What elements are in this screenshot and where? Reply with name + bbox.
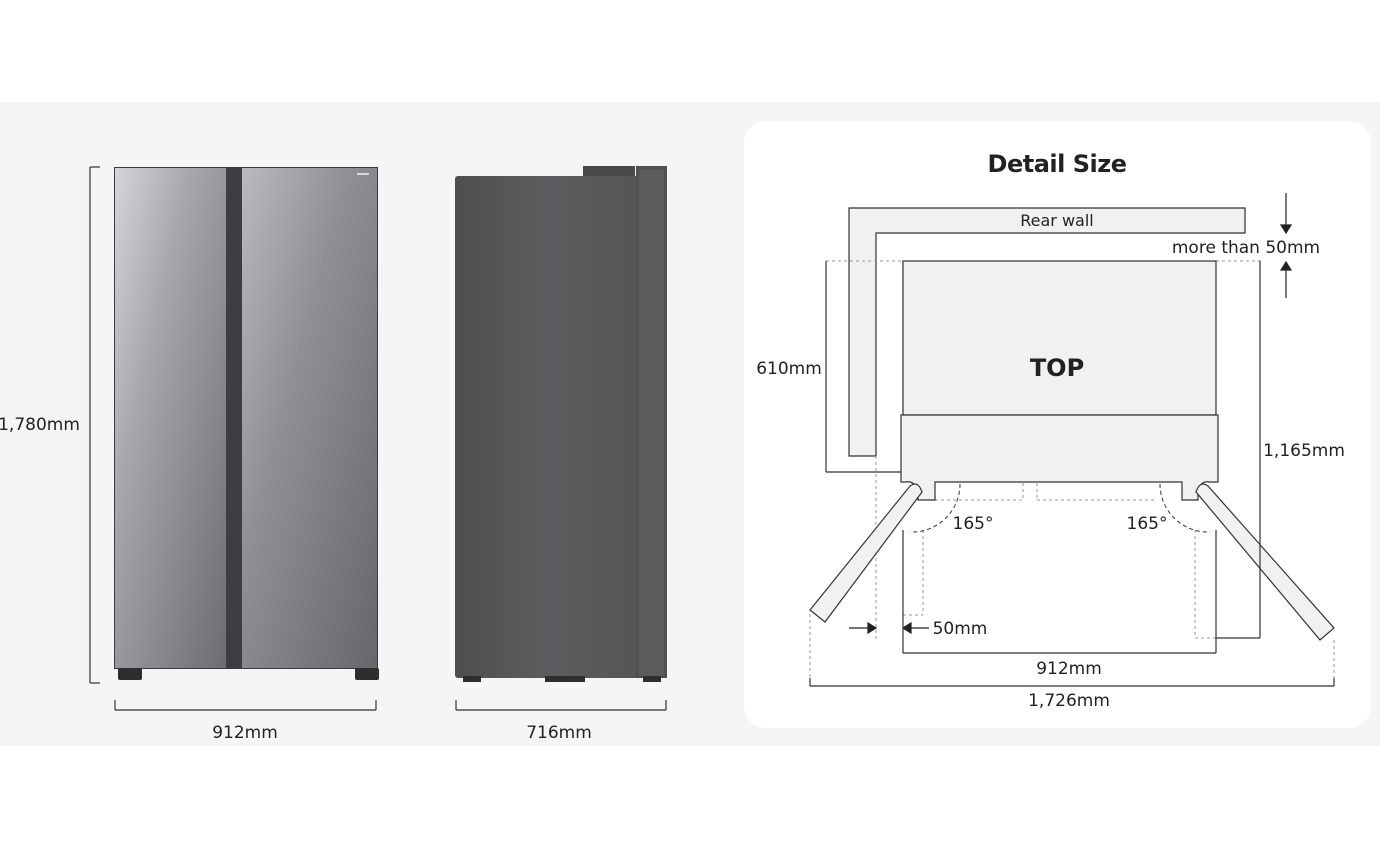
- detail-width-label: 912mm: [1036, 659, 1102, 679]
- depth-610-dimension: [825, 261, 903, 473]
- rear-wall: [848, 207, 1246, 457]
- fridge-top-body: [902, 260, 1217, 416]
- side-gap-arrows: [849, 621, 929, 635]
- brand-logo: [357, 173, 369, 175]
- door-gap: [226, 168, 242, 668]
- front-width-label: 912mm: [212, 723, 278, 743]
- depth-1165-label: 1,165mm: [1263, 441, 1345, 461]
- clearance-arrows: [1279, 193, 1293, 298]
- rear-wall-label: Rear wall: [1020, 211, 1094, 230]
- height-label: 1,780mm: [0, 415, 80, 435]
- side-depth-dimension: [455, 700, 667, 711]
- depth-1165-dimension: [1216, 261, 1261, 639]
- door-band: [900, 414, 1219, 501]
- right-angle-label: 165°: [1127, 514, 1168, 534]
- left-door: [115, 168, 226, 668]
- right-open-door: [1195, 483, 1335, 641]
- clearance-label: more than 50mm: [1172, 238, 1320, 258]
- front-foot-left: [118, 668, 142, 680]
- fridge-side-view: [455, 166, 667, 682]
- side-gap-label: 50mm: [933, 619, 988, 639]
- left-angle-label: 165°: [953, 514, 994, 534]
- right-door: [242, 168, 377, 668]
- fridge-front-view: [114, 167, 379, 680]
- height-dimension: [89, 166, 100, 684]
- front-foot-right: [355, 668, 379, 680]
- detail-width-dimension: [902, 530, 1217, 654]
- side-depth-label: 716mm: [526, 723, 592, 743]
- front-width-dimension: [114, 700, 377, 711]
- depth-610-label: 610mm: [756, 359, 822, 379]
- total-width-dimension: [809, 678, 1335, 687]
- hinge-angle-arcs: [909, 483, 1211, 533]
- top-label: TOP: [1030, 354, 1084, 382]
- left-open-door: [809, 483, 923, 623]
- total-width-label: 1,726mm: [1028, 691, 1110, 711]
- detail-title: Detail Size: [988, 150, 1127, 178]
